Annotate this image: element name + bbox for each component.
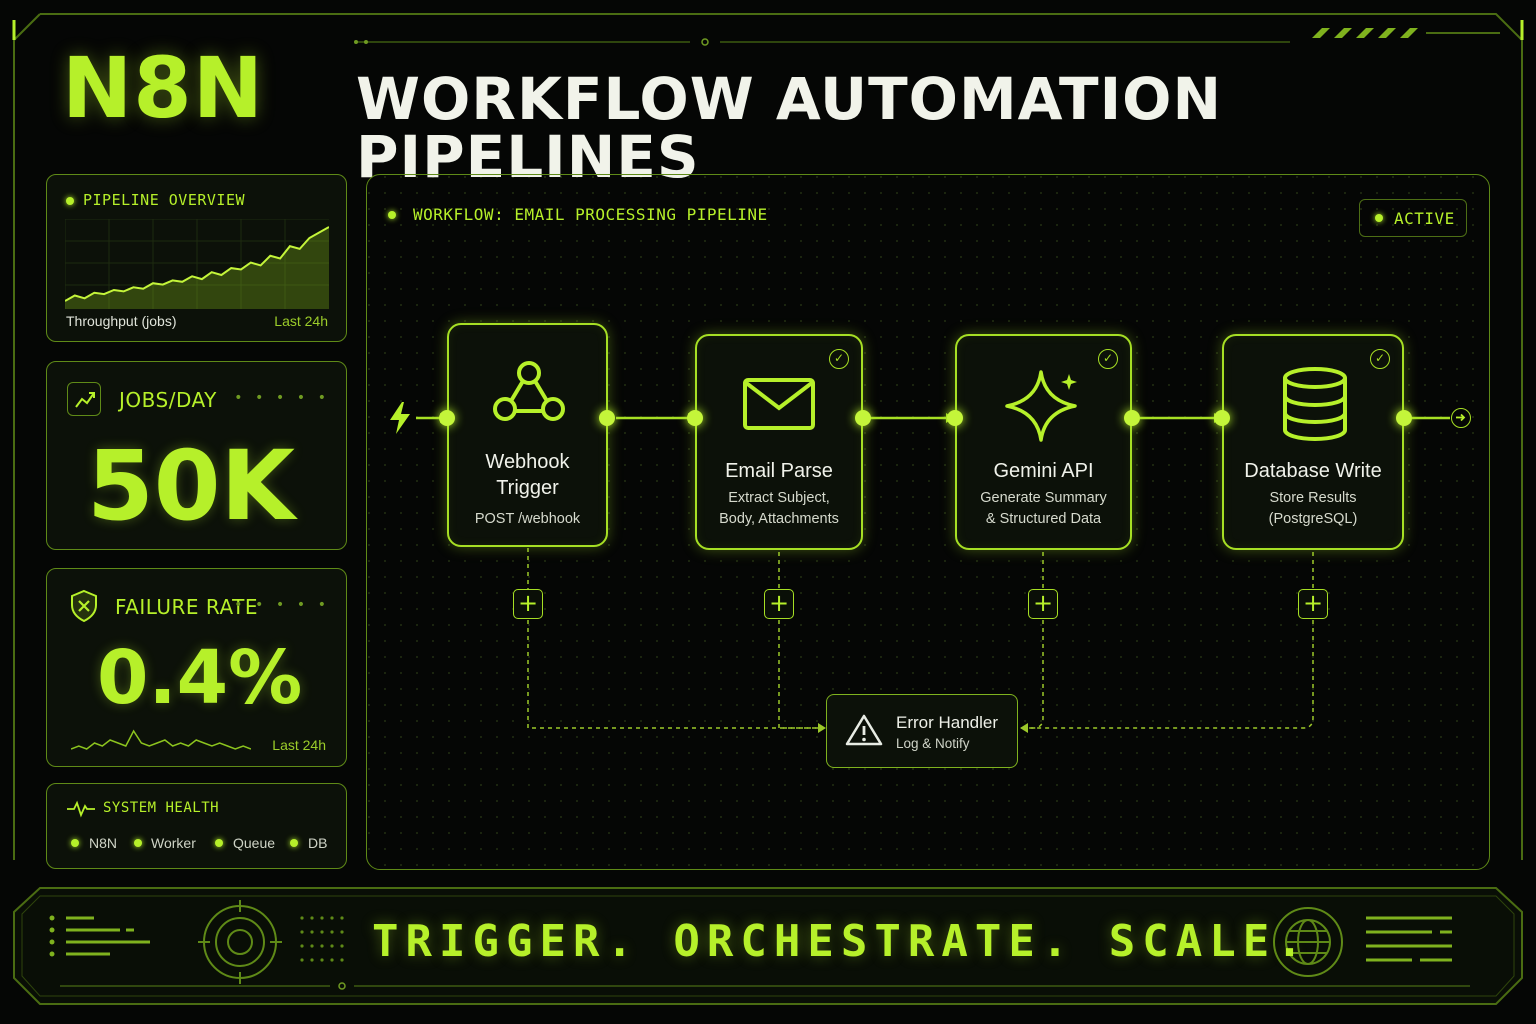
overview-label: PIPELINE OVERVIEW	[83, 191, 246, 209]
check-icon: ✓	[829, 349, 849, 369]
node-title: Database Write	[1244, 460, 1382, 482]
node-title: Webhook	[485, 451, 570, 473]
node-port[interactable]	[439, 410, 455, 426]
node-port[interactable]	[1396, 410, 1412, 426]
status-dot	[1375, 214, 1383, 222]
add-node-button[interactable]: +	[1298, 589, 1328, 619]
workflow-canvas: WORKFLOW: EMAIL PROCESSING PIPELINE ACTI…	[366, 174, 1490, 870]
status-label: ACTIVE	[1394, 209, 1455, 228]
check-icon: ✓	[1370, 349, 1390, 369]
node-port[interactable]	[687, 410, 703, 426]
health-item-db: DB	[308, 835, 328, 851]
error-handler-title: Error Handler	[896, 713, 999, 732]
health-label: SYSTEM HEALTH	[103, 800, 220, 816]
jobs-label: JOBS/DAY	[119, 388, 217, 412]
node-port[interactable]	[855, 410, 871, 426]
overview-caption: Throughput (jobs)	[66, 313, 177, 329]
node-port[interactable]	[599, 410, 615, 426]
throughput-sparkline	[65, 219, 329, 309]
failure-range: Last 24h	[272, 737, 326, 753]
health-dot-queue	[215, 839, 223, 847]
add-node-button[interactable]: +	[764, 589, 794, 619]
pipeline-overview-card: PIPELINE OVERVIEW Throughput (jobs) Last…	[46, 174, 347, 342]
health-item-n8n: N8N	[89, 835, 118, 851]
footer-tagline: TRIGGER. ORCHESTRATE. SCALE.	[372, 916, 1310, 967]
node-subtitle: & Structured Data	[985, 511, 1102, 527]
failure-rate-card: FAILURE RATE • • • • • 0.4% Last 24h	[46, 568, 347, 767]
workflow-title: WORKFLOW: EMAIL PROCESSING PIPELINE	[413, 205, 768, 224]
node-subtitle: Store Results	[1269, 490, 1357, 506]
warning-icon	[845, 713, 883, 751]
health-dot-n8n	[71, 839, 79, 847]
webhook-icon	[489, 355, 569, 429]
error-handler-node[interactable]: Error Handler Log & Notify	[826, 694, 1018, 768]
footer-decoration-left	[49, 900, 344, 984]
failure-sparkline	[71, 729, 251, 750]
envelope-icon	[743, 378, 815, 434]
health-dot-worker	[134, 839, 142, 847]
health-item-worker: Worker	[151, 835, 196, 851]
node-title: Gemini API	[993, 460, 1094, 482]
trend-up-icon	[67, 382, 101, 416]
node-subtitle: (PostgreSQL)	[1268, 511, 1358, 527]
page-title: WORKFLOW AUTOMATION PIPELINES	[356, 65, 1223, 191]
node-database-write[interactable]: ✓ Database Write Store Results (PostgreS…	[1222, 334, 1404, 550]
database-icon	[1280, 366, 1350, 446]
footer-decoration-right	[1273, 907, 1452, 977]
pulse-icon	[67, 800, 95, 822]
node-title: Trigger	[496, 477, 559, 499]
node-email-parse[interactable]: ✓ Email Parse Extract Subject, Body, Att…	[695, 334, 863, 550]
health-item-queue: Queue	[233, 835, 276, 851]
status-badge[interactable]: ACTIVE	[1359, 199, 1467, 237]
jobs-dots: • • • • •	[234, 390, 328, 406]
node-subtitle: Generate Summary	[980, 490, 1107, 506]
failure-value: 0.4%	[97, 635, 303, 721]
node-webhook-trigger[interactable]: Webhook Trigger POST /webhook	[447, 323, 608, 547]
failure-dots: • • • • •	[234, 597, 328, 613]
jobs-value: 50K	[87, 430, 295, 542]
error-handler-subtitle: Log & Notify	[896, 736, 970, 751]
check-icon: ✓	[1098, 349, 1118, 369]
exit-arrow-icon[interactable]	[1451, 408, 1471, 428]
failure-label: FAILURE RATE	[115, 595, 258, 619]
add-node-button[interactable]: +	[1028, 589, 1058, 619]
node-port[interactable]	[1124, 410, 1140, 426]
workflow-title-dot	[388, 211, 396, 219]
overview-range: Last 24h	[274, 313, 328, 329]
health-dot-db	[290, 839, 298, 847]
node-port[interactable]	[947, 410, 963, 426]
jobs-per-day-card: JOBS/DAY • • • • • 50K	[46, 361, 347, 550]
sparkle-icon	[1005, 368, 1085, 448]
node-title: Email Parse	[725, 460, 833, 482]
bolt-icon	[388, 402, 412, 438]
add-node-button[interactable]: +	[513, 589, 543, 619]
node-gemini-api[interactable]: ✓ Gemini API Generate Summary & Structur…	[955, 334, 1132, 550]
node-subtitle: Extract Subject,	[728, 490, 830, 506]
overview-status-dot	[66, 197, 74, 205]
node-subtitle: POST /webhook	[474, 511, 581, 527]
node-port[interactable]	[1214, 410, 1230, 426]
system-health-card: SYSTEM HEALTH N8N Worker Queue DB	[46, 783, 347, 869]
node-subtitle: Body, Attachments	[719, 511, 839, 527]
brand-logo: N8N	[62, 39, 265, 137]
shield-x-icon	[69, 589, 99, 623]
